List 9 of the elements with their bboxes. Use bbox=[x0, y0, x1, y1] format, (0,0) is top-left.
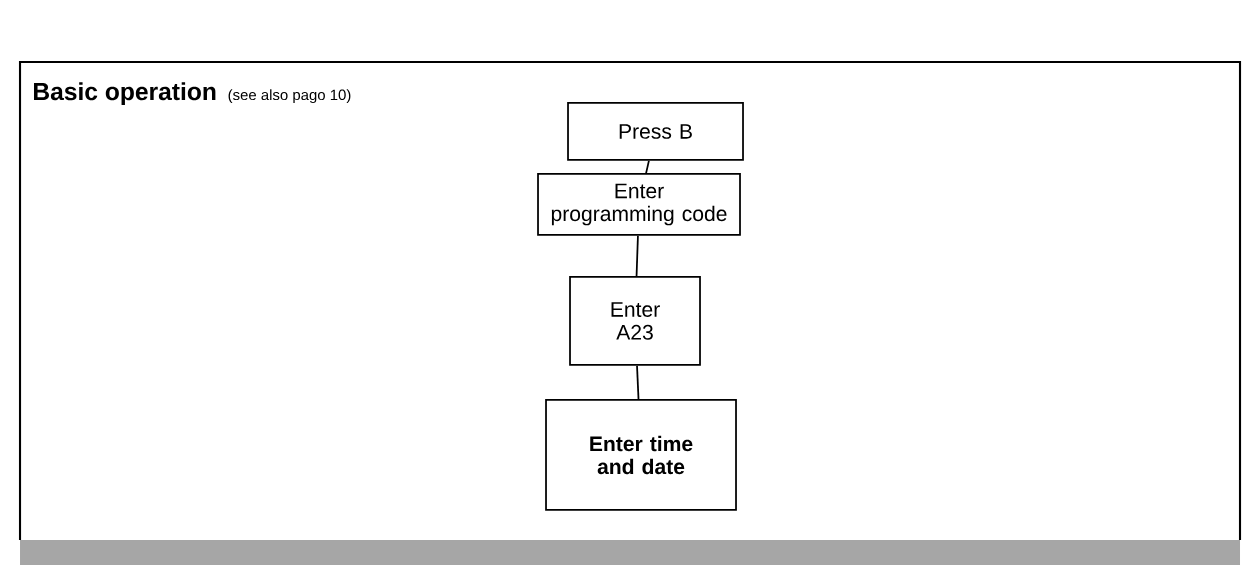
connector-line bbox=[635, 235, 639, 277]
page-reference: (see also pago 10) bbox=[228, 89, 351, 104]
process-box: Enter A23 bbox=[569, 276, 701, 366]
process-box: Press B bbox=[567, 102, 744, 161]
process-box: Enter programming code bbox=[537, 173, 741, 236]
connector-line bbox=[645, 160, 650, 174]
process-box: Enter time and date bbox=[545, 399, 737, 511]
connector-line bbox=[636, 365, 640, 400]
heading: Basic operation bbox=[34, 82, 216, 106]
